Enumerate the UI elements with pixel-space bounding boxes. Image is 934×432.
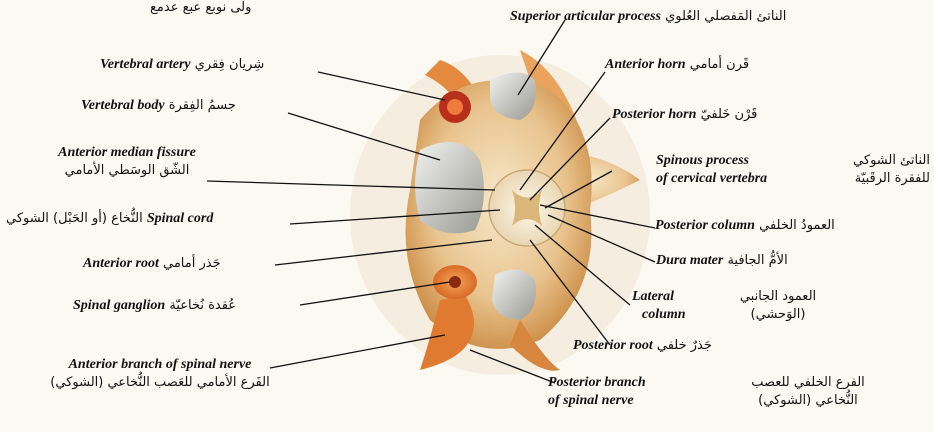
label-spinal-cord: النُّخاع (أو الحَبْل) الشوكي Spinal cord xyxy=(6,211,213,227)
lateral-column-en-2: column xyxy=(632,306,712,324)
vertebral-body-ar: جسمُ الفِقرة xyxy=(169,98,236,113)
dura-mater-en: Dura mater xyxy=(656,253,723,268)
label-superior-articular-process: Superior articular process الناتئ المَفص… xyxy=(510,9,786,25)
vertebral-body-en: Vertebral body xyxy=(81,98,165,113)
label-anterior-horn: Anterior horn قَرن أمامي xyxy=(605,57,749,73)
posterior-branch-ar-2: النُّخاعي (الشوكي) xyxy=(728,392,888,410)
anterior-horn-en: Anterior horn xyxy=(605,57,686,72)
label-spinous-process-ar: الناتئ الشوكي للفقرة الرقَبيّة xyxy=(810,152,930,188)
spinous-process-ar-1: الناتئ الشوكي xyxy=(810,152,930,170)
label-posterior-branch-en: Posterior branch of spinal nerve xyxy=(548,374,718,410)
spinal-ganglion-ar: عُقدة نُخاعيّة xyxy=(169,298,236,313)
spinous-process-ar-2: للفقرة الرقَبيّة xyxy=(810,170,930,188)
posterior-root-en: Posterior root xyxy=(573,338,653,353)
label-dura-mater: Dura mater الأمُّ الجافية xyxy=(656,253,788,269)
label-spinal-ganglion: Spinal ganglion عُقدة نُخاعيّة xyxy=(73,298,236,314)
posterior-branch-en-2: of spinal nerve xyxy=(548,392,718,410)
posterior-column-ar: العمودُ الخلفي xyxy=(759,218,835,233)
posterior-branch-ar-1: الفرع الخلفي للعصب xyxy=(728,374,888,392)
anterior-branch-ar: الفَرع الأمامي للعَصب النُّخاعي (الشوكي) xyxy=(10,374,310,392)
spinal-cord-en: Spinal cord xyxy=(147,211,214,226)
spinal-cord-ar: النُّخاع (أو الحَبْل) الشوكي xyxy=(6,211,143,226)
label-lateral-column-ar: العمود الجانبي (الوَحشي) xyxy=(718,288,838,324)
superior-articular-en: Superior articular process xyxy=(510,9,661,24)
superior-articular-ar: الناتئ المَفصلي العُلوي xyxy=(665,9,786,24)
spinal-ganglion-en: Spinal ganglion xyxy=(73,298,165,313)
posterior-horn-en: Posterior horn xyxy=(612,107,696,122)
label-anterior-median-fissure: Anterior median fissure الشّق الوسَطي ال… xyxy=(37,144,217,180)
posterior-horn-ar: قَرْن خَلفيّ xyxy=(701,107,758,122)
lateral-column-ar-2: (الوَحشي) xyxy=(718,306,838,324)
dura-mater-ar: الأمُّ الجافية xyxy=(727,253,787,268)
vertebral-artery-ar: شِريان فِقري xyxy=(195,57,264,72)
label-posterior-horn: Posterior horn قَرْن خَلفيّ xyxy=(612,107,757,123)
artery-lumen xyxy=(447,99,463,115)
ganglion-core xyxy=(449,276,461,288)
label-lateral-column-en: Lateral column xyxy=(632,288,712,324)
posterior-branch-en-1: Posterior branch xyxy=(548,374,718,392)
lower-facet-shape xyxy=(492,270,536,320)
anterior-branch-en: Anterior branch of spinal nerve xyxy=(10,356,310,374)
anterior-median-fissure-en: Anterior median fissure xyxy=(37,144,217,162)
lateral-column-ar-1: العمود الجانبي xyxy=(718,288,838,306)
posterior-column-en: Posterior column xyxy=(655,218,755,233)
vertebral-artery-en: Vertebral artery xyxy=(100,57,191,72)
label-anterior-branch: Anterior branch of spinal nerve الفَرع ا… xyxy=(10,356,310,392)
anterior-horn-ar: قَرن أمامي xyxy=(690,57,749,72)
label-posterior-root: Posterior root جَذرٌ خلفي xyxy=(573,338,712,354)
label-vertebral-body: Vertebral body جسمُ الفِقرة xyxy=(81,98,236,114)
label-posterior-branch-ar: الفرع الخلفي للعصب النُّخاعي (الشوكي) xyxy=(728,374,888,410)
anterior-root-en: Anterior root xyxy=(83,256,159,271)
label-vertebral-artery: Vertebral artery شِريان فِقري xyxy=(100,57,264,73)
spinous-process-en-2: of cervical vertebra xyxy=(656,170,796,188)
corner-fragment-text: ولى نوبع عبع عدمع xyxy=(150,0,251,16)
label-posterior-column: Posterior column العمودُ الخلفي xyxy=(655,218,835,234)
posterior-root-ar: جَذرٌ خلفي xyxy=(657,338,712,353)
anterior-median-fissure-ar: الشّق الوسَطي الأمامي xyxy=(37,162,217,180)
label-spinous-process-en: Spinous process of cervical vertebra xyxy=(656,152,796,188)
lateral-column-en-1: Lateral xyxy=(632,288,712,306)
anterior-root-ar: جَذر أمامي xyxy=(163,256,221,271)
label-anterior-root: Anterior root جَذر أمامي xyxy=(83,256,221,272)
spinous-process-en-1: Spinous process xyxy=(656,152,796,170)
